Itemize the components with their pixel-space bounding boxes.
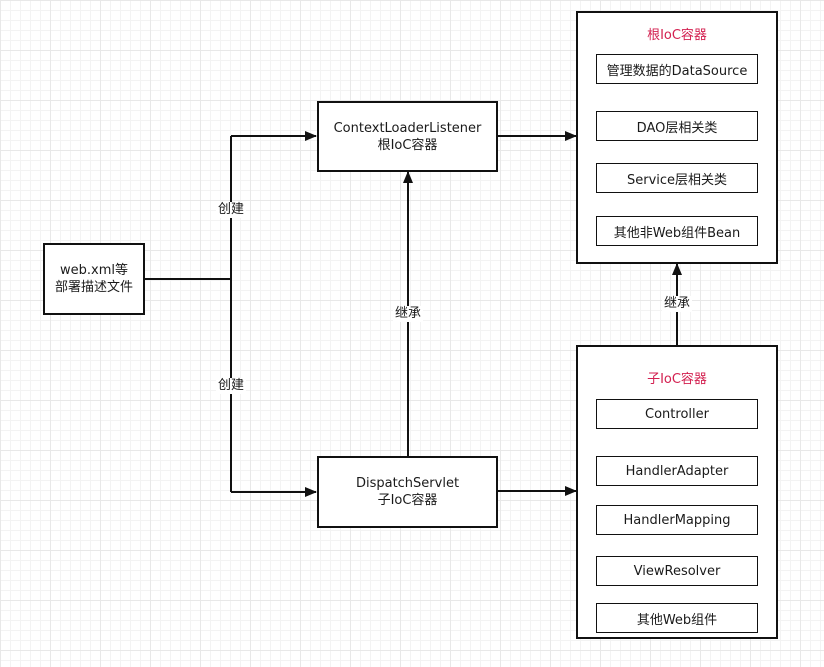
root-container-title: 根IoC容器 [647,28,707,43]
node-dispatch-servlet-line2: 子IoC容器 [377,493,438,508]
child-item-handler-mapping: HandlerMapping [596,505,758,535]
child-ioc-container: 子IoC容器 Controller HandlerAdapter Handler… [576,345,778,639]
root-item-non-web-bean: 其他非Web组件Bean [596,216,758,246]
child-item-controller: Controller [596,399,758,429]
root-item-service: Service层相关类 [596,163,758,193]
node-webxml: web.xml等 部署描述文件 [43,243,145,315]
node-context-loader-line1: ContextLoaderListener [333,120,482,136]
child-item-handler-adapter: HandlerAdapter [596,456,758,486]
edge-label-create-bottom: 创建 [216,378,247,394]
node-dispatch-servlet: DispatchServlet 子IoC容器 [317,456,498,528]
root-item-dao: DAO层相关类 [596,111,758,141]
node-dispatch-servlet-line1: DispatchServlet [355,476,460,491]
node-context-loader-listener: ContextLoaderListener 根IoC容器 [317,101,498,172]
root-item-datasource: 管理数据的DataSource [596,54,758,84]
child-container-title: 子IoC容器 [647,372,707,387]
child-item-other-web: 其他Web组件 [596,603,758,633]
edge-label-inherit-right: 继承 [662,296,693,312]
node-webxml-line1: web.xml等 [60,263,128,278]
root-ioc-container: 根IoC容器 管理数据的DataSource DAO层相关类 Service层相… [576,11,778,264]
edge-label-inherit-middle: 继承 [393,306,424,322]
edge-label-create-top: 创建 [216,202,247,218]
child-item-view-resolver: ViewResolver [596,556,758,586]
node-context-loader-line2: 根IoC容器 [377,137,438,153]
node-webxml-line2: 部署描述文件 [54,280,133,295]
